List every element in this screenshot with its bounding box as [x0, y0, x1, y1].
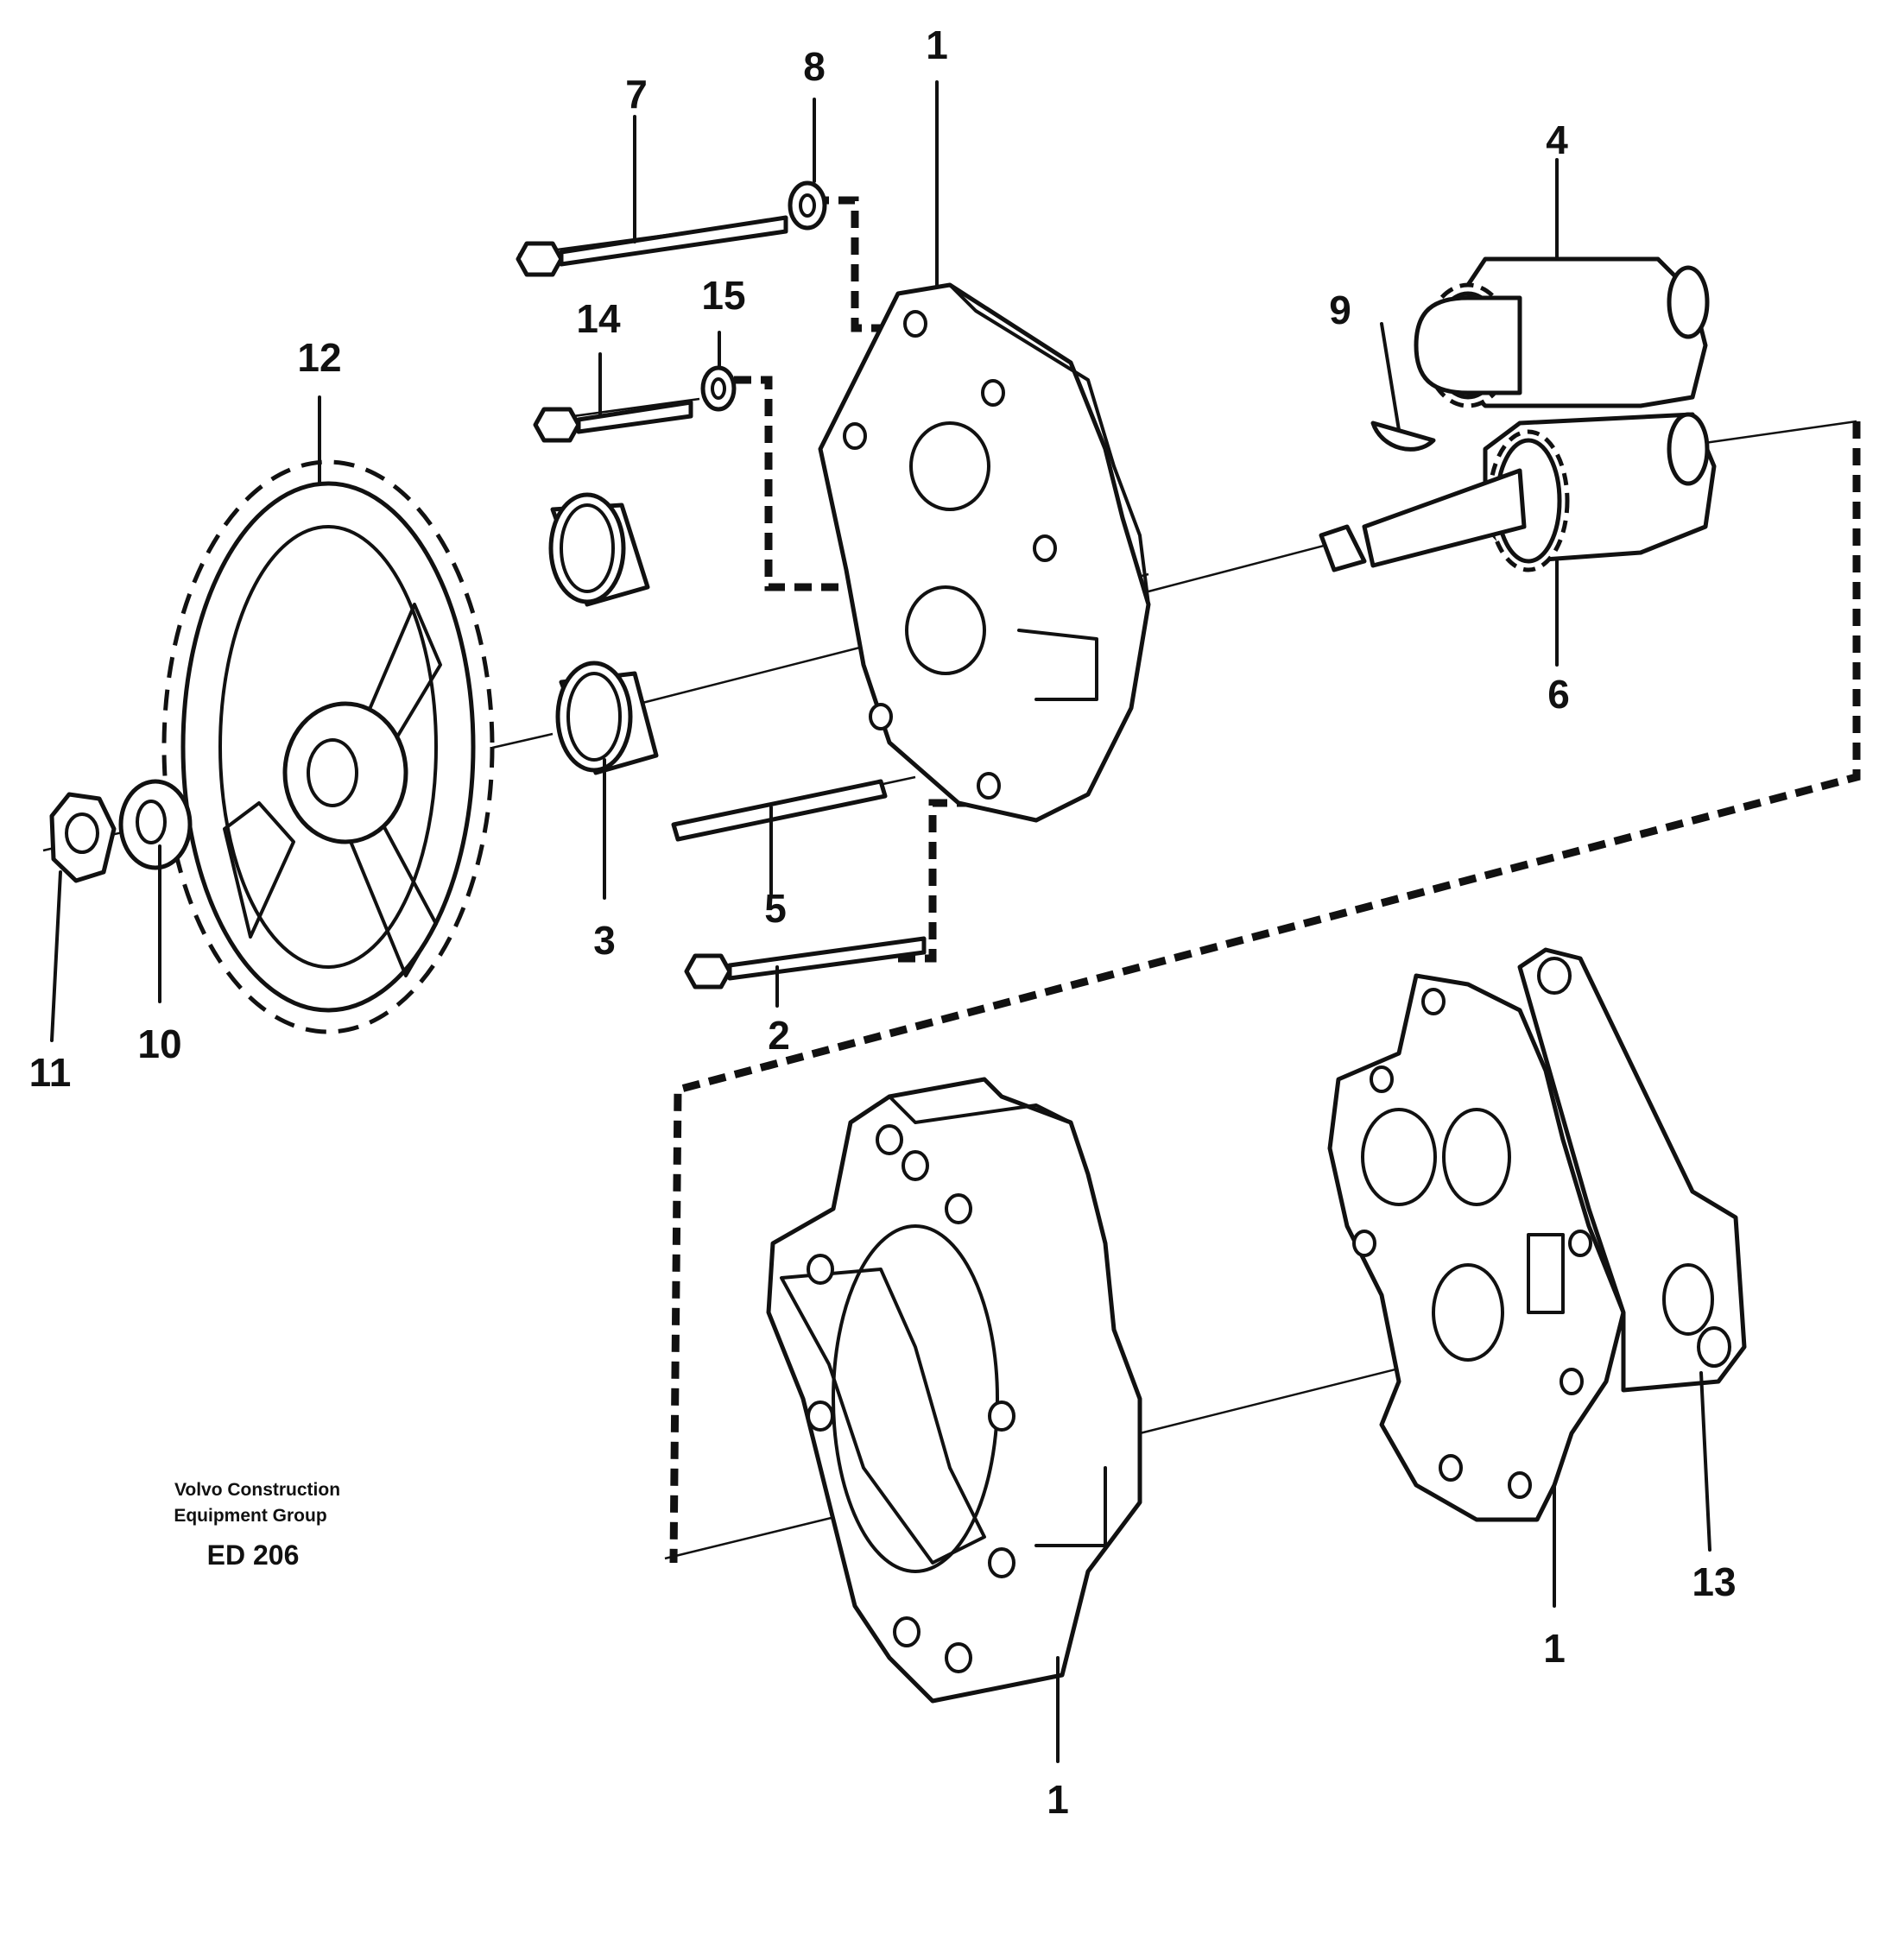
callout-9: 9: [1329, 288, 1351, 332]
bolt-7: [516, 215, 788, 277]
mounting-bracket-13: [1517, 947, 1747, 1393]
key-9: [1370, 420, 1436, 452]
washer-15: [700, 365, 737, 412]
gear-4: [1414, 256, 1710, 408]
callout-7: 7: [625, 72, 648, 117]
callout-8: 8: [803, 44, 826, 89]
callout-14: 14: [576, 296, 621, 341]
callout-12: 12: [297, 335, 341, 380]
callout-1-top: 1: [926, 22, 948, 67]
callout-15: 15: [701, 273, 745, 318]
nut-11: [49, 792, 117, 883]
washer-8: [788, 180, 827, 231]
pump-plate-1-bottom: [1327, 973, 1626, 1522]
callout-2: 2: [768, 1013, 790, 1058]
callout-6: 6: [1547, 672, 1570, 717]
pump-housing-1-bottom: [766, 1077, 1142, 1704]
pin-5: [671, 779, 888, 842]
callout-5: 5: [764, 886, 787, 931]
bolt-14: [533, 400, 693, 443]
callout-13: 13: [1692, 1559, 1736, 1604]
callout-1-bottom-left: 1: [1047, 1777, 1069, 1822]
callout-1-bottom-right: 1: [1543, 1626, 1566, 1671]
drawing-caption: Volvo Construction Equipment Group ED 20…: [174, 1480, 340, 1571]
drawing-code: ED 206: [207, 1540, 300, 1571]
callout-11: 11: [29, 1050, 72, 1095]
company-name-line2: Equipment Group: [174, 1506, 326, 1526]
pump-cover-1-top: [818, 282, 1151, 823]
company-name-line1: Volvo Construction: [174, 1480, 340, 1500]
callout-10: 10: [137, 1021, 181, 1066]
gear-6: [1319, 412, 1717, 572]
callout-4: 4: [1546, 117, 1568, 162]
leader-lines: [50, 80, 1711, 1763]
bolt-2: [684, 936, 927, 989]
washer-10: [118, 779, 193, 870]
gear-wheel-12: [161, 459, 495, 1034]
callout-labels: 1 8 7 4 15 9 14 12 6 5 3 2 10 11 13 1 1: [29, 22, 1737, 1822]
callout-3: 3: [593, 918, 616, 963]
bushing-3: [548, 492, 659, 775]
